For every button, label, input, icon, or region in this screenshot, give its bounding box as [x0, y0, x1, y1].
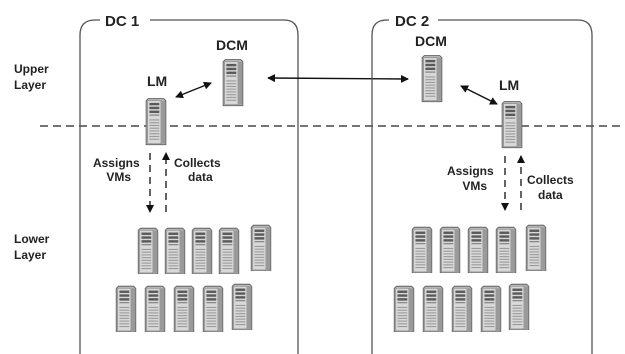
upper-layer-label: Upper Layer: [14, 62, 52, 92]
dc2-assigns-label: Assigns VMs: [447, 164, 497, 193]
dc1-vm-server-icon: [115, 285, 137, 332]
dc2-title: DC 2: [395, 13, 429, 30]
dc1-collects-label: Collects data: [174, 156, 224, 184]
dc2-dcm-server-icon: [421, 54, 443, 103]
dc1-frame: [79, 19, 299, 354]
dc2-vm-server-icon: [439, 226, 461, 273]
dc2-group: DC 2 DCM LM Assigns VMs Collects data: [371, 13, 593, 354]
dc1-vm-server-icon: [144, 285, 166, 332]
dc1-group: DC 1 DCM LM Assigns VMs Collects data: [79, 13, 299, 354]
dc2-collects-label: Collects data: [527, 173, 577, 202]
dc1-dcm-label: DCM: [216, 37, 248, 53]
dc2-vm-server-icon: [480, 285, 502, 332]
dc2-vm-server-icon: [525, 224, 547, 271]
dc1-vm-server-icon: [191, 227, 213, 274]
dc1-vm-server-icon: [202, 285, 224, 332]
dc2-vm-server-icon: [393, 285, 415, 332]
dc2-vm-server-icon: [467, 226, 489, 273]
dc1-vm-servers: [115, 224, 272, 332]
dc2-dcm-label: DCM: [415, 33, 447, 49]
dc1-vm-server-icon: [250, 224, 272, 271]
dc1-vm-server-icon: [173, 285, 195, 332]
dc1-vm-server-icon: [218, 227, 240, 274]
dc1-vm-server-icon: [137, 227, 159, 274]
dc2-lm-server-icon: [501, 100, 523, 149]
dc2-frame: [371, 19, 593, 354]
dc2-vm-server-icon: [508, 283, 530, 330]
dc2-vm-servers: [393, 224, 547, 332]
dc2-vm-server-icon: [451, 285, 473, 332]
dc2-vm-server-icon: [422, 285, 444, 332]
inter-dc-link: [267, 74, 409, 83]
dc1-lm-dcm-link: [175, 81, 212, 99]
dc1-dcm-server-icon: [222, 58, 244, 107]
dc2-dcm-lm-link: [460, 85, 498, 105]
dc1-title: DC 1: [105, 13, 139, 30]
dc1-lm-server-icon: [145, 97, 167, 146]
dc1-lm-label: LM: [147, 73, 167, 89]
dc2-vm-server-icon: [411, 226, 433, 273]
dc2-vm-server-icon: [495, 226, 517, 273]
dc2-lm-label: LM: [499, 77, 519, 93]
dc1-vm-server-icon: [164, 227, 186, 274]
dc1-vm-server-icon: [231, 283, 253, 330]
dc1-assigns-label: Assigns VMs: [93, 156, 143, 184]
lower-layer-label: Lower Layer: [14, 232, 53, 262]
